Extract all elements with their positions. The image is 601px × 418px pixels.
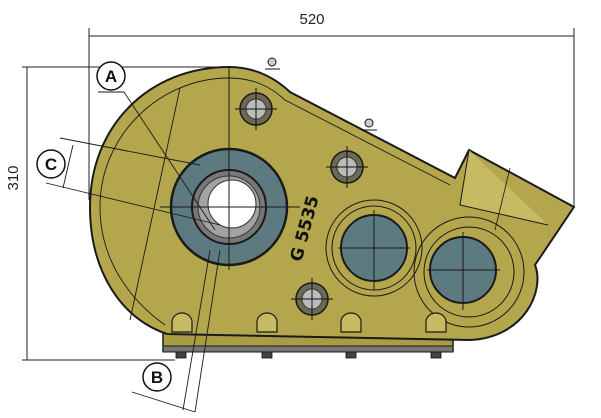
callout-b-label: B xyxy=(151,368,163,387)
height-dimension-label: 310 xyxy=(5,165,22,190)
mounting-feet xyxy=(171,312,447,333)
callout-a-label: A xyxy=(105,67,117,86)
bolt-icon xyxy=(235,88,277,130)
callout-b: B xyxy=(142,362,172,392)
output-shaft-bore xyxy=(160,67,300,270)
bolt-icon xyxy=(326,146,368,188)
callout-c-label: C xyxy=(45,155,57,174)
callout-leaders xyxy=(45,91,221,413)
height-dimension xyxy=(22,66,230,361)
callout-c: C xyxy=(36,149,66,179)
width-dimension xyxy=(88,28,575,206)
callout-a: A xyxy=(96,61,126,91)
width-dimension-label: 520 xyxy=(299,11,324,28)
bolts xyxy=(235,88,368,320)
bolt-icon xyxy=(291,278,333,320)
breather-icon xyxy=(265,57,377,131)
